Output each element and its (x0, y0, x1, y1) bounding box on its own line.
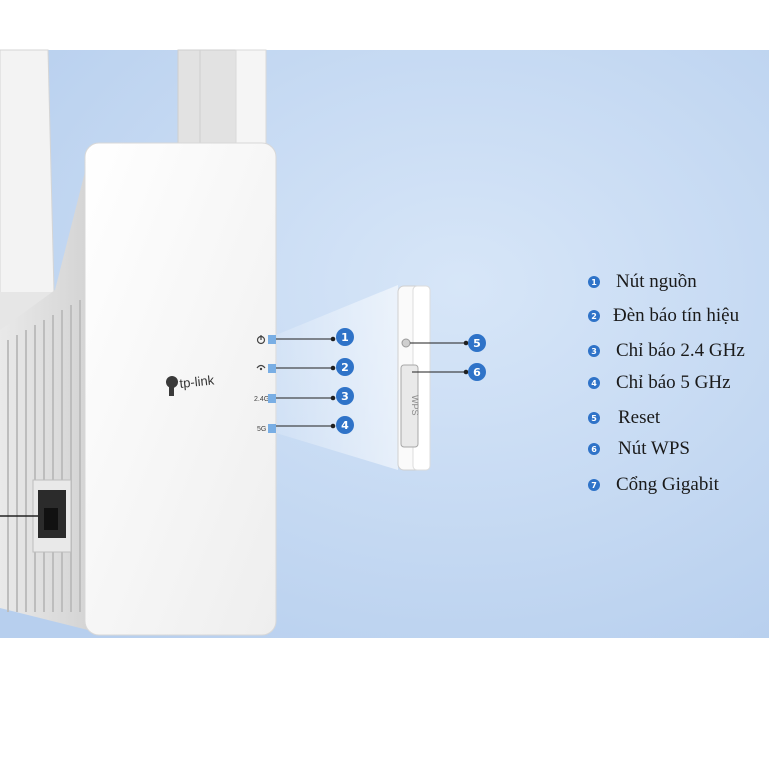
power-icon (256, 335, 266, 345)
callout-badge-1: 1 (336, 328, 354, 346)
legend-label: Cổng Gigabit (616, 474, 719, 495)
legend-item: 2 Đèn báo tín hiệu (584, 304, 739, 328)
reset-hole (401, 338, 411, 348)
legend-number: 5 (588, 412, 600, 424)
led-label-5g: 5G (257, 426, 266, 433)
callout-number-4: 4 (341, 419, 349, 432)
feature-legend: 1 Nút nguồn 2 Đèn báo tín hiệu 3 Chỉ báo… (584, 0, 769, 769)
callout-number-1: 1 (341, 331, 349, 344)
legend-item: 7 Cổng Gigabit (584, 473, 719, 497)
legend-item: 4 Chỉ báo 5 GHz (584, 371, 731, 395)
callout-number-6: 6 (473, 366, 481, 379)
legend-label: Nút WPS (618, 438, 690, 459)
zoom-beam (276, 285, 398, 470)
callout-dots (330, 336, 469, 429)
legend-item: 3 Chỉ báo 2.4 GHz (584, 339, 745, 363)
legend-number: 1 (588, 276, 600, 288)
legend-label: Chỉ báo 2.4 GHz (616, 340, 745, 361)
legend-number: 7 (588, 479, 600, 491)
callout-badge-6: 6 (468, 363, 486, 381)
wifi-signal-icon (256, 364, 266, 371)
legend-label: Nút nguồn (616, 271, 697, 292)
wps-button-label: WPS (410, 395, 420, 416)
callout-lines (276, 338, 466, 427)
callout-number-5: 5 (473, 337, 481, 350)
led-indicators: 2.4G 5G (254, 335, 276, 433)
brand-text: tp-link (179, 372, 216, 391)
callout-badge-5: 5 (468, 334, 486, 352)
device-side-view: WPS (397, 285, 431, 471)
legend-item: 5 Reset (584, 406, 660, 430)
legend-label: Đèn báo tín hiệu (613, 305, 740, 326)
legend-number: 4 (588, 377, 600, 389)
legend-item: 1 Nút nguồn (584, 270, 697, 294)
ethernet-port (0, 479, 72, 553)
legend-number: 3 (588, 345, 600, 357)
callout-badge-2: 2 (336, 358, 354, 376)
led-label-2-4g: 2.4G (254, 396, 269, 403)
tp-link-logo: tp-link (166, 372, 215, 396)
callout-badge-4: 4 (336, 416, 354, 434)
legend-label: Chỉ báo 5 GHz (616, 372, 731, 393)
legend-item: 6 Nút WPS (584, 437, 690, 461)
left-antenna (0, 49, 55, 340)
callout-badge-3: 3 (336, 387, 354, 405)
legend-number: 2 (588, 310, 600, 322)
legend-label: Reset (618, 407, 661, 428)
callout-number-3: 3 (341, 390, 349, 403)
legend-number: 6 (588, 443, 600, 455)
callout-number-2: 2 (341, 361, 349, 374)
wps-button (400, 364, 419, 448)
